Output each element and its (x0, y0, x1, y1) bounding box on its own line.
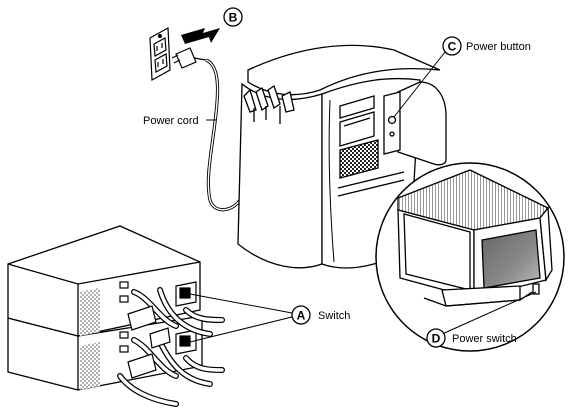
switch-leaders (189, 293, 293, 343)
switch-label: Switch (318, 310, 350, 322)
power-switch-label: Power switch (452, 333, 517, 345)
power-cord (205, 58, 242, 212)
power-switch-leader (439, 291, 537, 336)
bottom-box-power-switch[interactable] (179, 335, 191, 347)
monitor-screen (481, 229, 541, 289)
callout-b-letter: B (229, 11, 238, 25)
box-rear-panels (119, 281, 197, 355)
insert-arrow (181, 28, 220, 44)
top-box-power-switch[interactable] (179, 287, 191, 299)
callout-c: C (442, 36, 462, 56)
callout-c-letter: C (448, 40, 457, 54)
power-cord-label: Power cord (143, 115, 199, 127)
chassis-power-button[interactable] (387, 115, 397, 125)
monitor-inset (375, 162, 565, 352)
callout-a: A (291, 305, 311, 325)
monitor (397, 169, 553, 307)
callout-d: D (426, 328, 446, 348)
callout-d-letter: D (432, 332, 441, 346)
power-button-leader (393, 51, 446, 118)
side-door (383, 81, 447, 166)
wall-outlet (149, 27, 171, 81)
callout-a-letter: A (297, 309, 306, 323)
power-plug (171, 47, 207, 69)
callout-b: B (223, 7, 243, 27)
power-button-label: Power button (466, 41, 531, 53)
cable-connectors (127, 305, 171, 379)
monitor-power-switch[interactable] (532, 283, 540, 295)
